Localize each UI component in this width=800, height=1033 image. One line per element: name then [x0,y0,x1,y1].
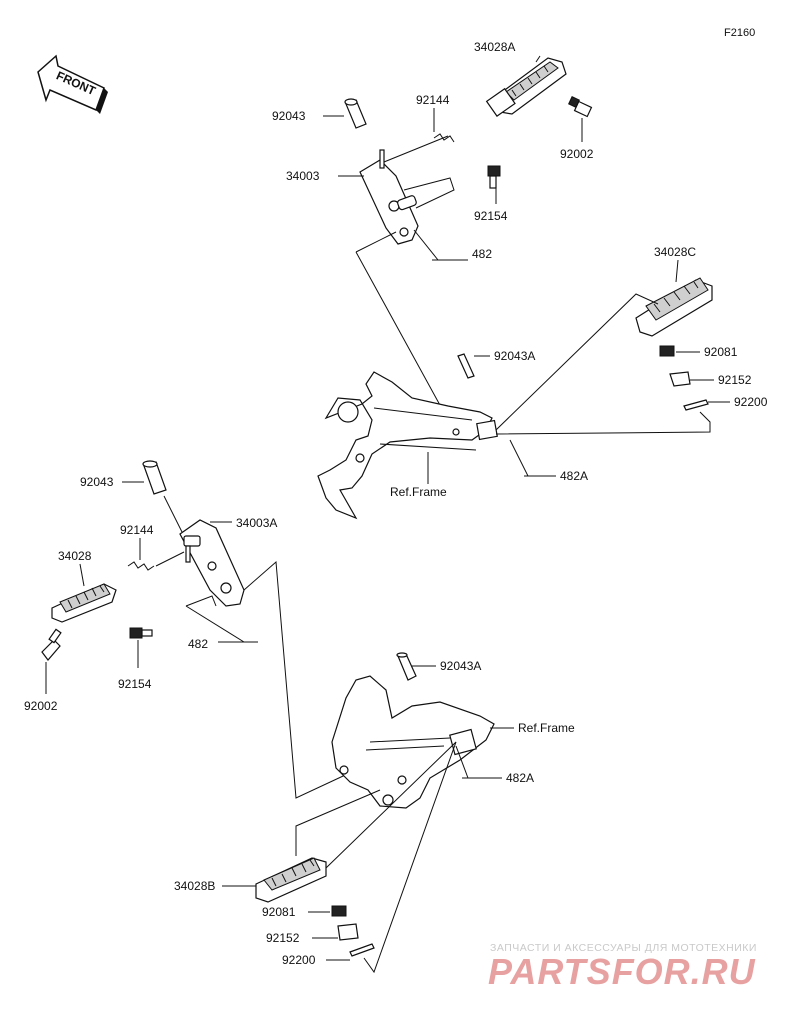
label-482-left: 482 [188,637,208,651]
bolt-92002-left [41,628,62,661]
label-92043-left: 92043 [80,475,114,489]
label-92200-bottom: 92200 [282,953,316,967]
pin-92043a-bottom [396,652,417,681]
bracket-34003 [359,149,419,245]
label-92144-left: 92144 [120,523,154,537]
pin-92200-top [683,399,709,411]
label-482a-top: 482A [560,469,588,483]
label-92002-top: 92002 [560,147,594,161]
label-92152-bottom: 92152 [266,931,300,945]
label-92152-top: 92152 [718,373,752,387]
label-92144-top: 92144 [416,93,450,107]
footpeg-34028b [255,857,327,903]
label-92154-left: 92154 [118,677,152,691]
label-92200-top: 92200 [734,395,768,409]
label-34003a: 34003A [236,516,277,530]
pin-92043-left [142,460,167,495]
frame-lower [331,675,495,809]
pin-92200-bottom [349,943,375,957]
label-92043a-top: 92043A [494,349,535,363]
label-92043a-bottom: 92043A [440,659,481,673]
ref-frame-upper: Ref.Frame [390,485,447,499]
watermark-brand: PARTSFOR.RU [488,951,756,992]
label-92002-left: 92002 [24,699,58,713]
pin-92043-top [344,98,367,129]
ref-frame-lower: Ref.Frame [518,721,575,735]
spring-92144-left [127,561,155,571]
footpeg-34028 [51,583,117,623]
bolt-92002-top [568,96,593,118]
bolt-92154-left [129,627,153,639]
label-482-top: 482 [472,247,492,261]
pin-92043a-top [457,353,475,379]
plate-92152-bottom [337,923,359,941]
spring-92081-bottom [331,905,347,917]
label-92081-bottom: 92081 [262,905,296,919]
label-34028c: 34028C [654,245,696,259]
bracket-34003a [179,519,245,607]
bolt-92154-top [487,165,501,189]
frame-upper [317,371,498,520]
front-arrow-icon: FRONT [37,54,108,114]
label-34028b: 34028B [174,879,215,893]
spring-92081-top [659,345,675,357]
footpeg-34028c [635,277,713,337]
footpeg-34028a [485,57,567,117]
figure-code: F2160 [724,27,755,39]
label-34028: 34028 [58,549,92,563]
label-92154-top: 92154 [474,209,508,223]
label-34028a: 34028A [474,40,515,54]
spring-92144-top [433,133,455,143]
label-482a-bottom: 482A [506,771,534,785]
plate-92152-top [669,371,691,387]
label-92043-top: 92043 [272,109,306,123]
label-34003: 34003 [286,169,320,183]
watermark-tagline: ЗАПЧАСТИ И АКСЕССУАРЫ ДЛЯ МОТОТЕХНИКИ [490,942,757,954]
label-92081-top: 92081 [704,345,738,359]
